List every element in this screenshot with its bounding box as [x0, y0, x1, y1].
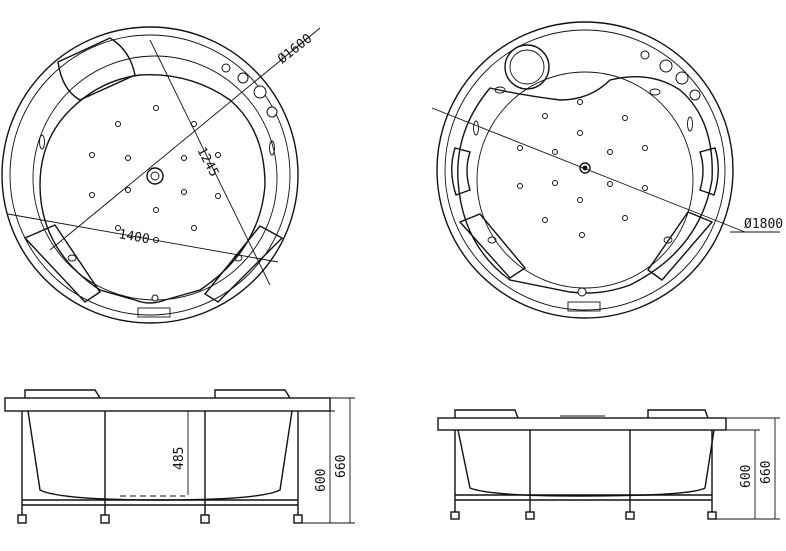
dim-label-660: 660 — [334, 455, 349, 478]
dim-label-1800: Ø1800 — [744, 217, 783, 232]
control-button — [253, 85, 267, 99]
dim-label-1245: 1245 — [193, 145, 221, 180]
seat-right — [203, 225, 284, 303]
side-view-right: 600 660 — [437, 409, 780, 520]
drain-2 — [579, 162, 591, 174]
dim-label-485: 485 — [172, 447, 187, 470]
dim-line-1400 — [7, 213, 279, 263]
outer-rim — [1, 26, 299, 324]
control-button — [659, 59, 673, 73]
control-button — [266, 106, 278, 118]
control-button — [640, 50, 650, 60]
tub-shell-2 — [457, 429, 715, 497]
control-button — [689, 89, 701, 101]
outer-rim-2 — [436, 21, 734, 319]
rim-deck — [4, 397, 331, 412]
seat-left — [23, 224, 101, 303]
seat-right-2 — [647, 211, 714, 281]
dim-line-1245 — [149, 39, 271, 286]
jets-left — [89, 105, 221, 243]
dim-line-1600 — [49, 27, 321, 251]
jets-right — [517, 99, 648, 238]
dim-label-1400: 1400 — [117, 227, 150, 247]
side-view-left: 485 600 660 — [4, 389, 355, 524]
control-button — [221, 63, 231, 73]
basin-outline-2 — [457, 75, 713, 294]
control-button — [675, 71, 689, 85]
dim-line-1800 — [431, 107, 746, 233]
basin-outline — [39, 74, 266, 304]
rim-deck-2 — [437, 417, 727, 431]
control-button — [237, 72, 249, 84]
basin-floor-2 — [476, 71, 694, 289]
top-view-right: Ø1800 — [431, 21, 783, 319]
drain — [146, 167, 164, 185]
dim-label-600-2: 600 — [739, 465, 754, 488]
seat-left-2 — [458, 213, 527, 279]
outer-rim-inner — [9, 34, 291, 316]
dim-label-600: 600 — [314, 469, 329, 492]
pillow-left — [57, 37, 136, 101]
tub-shell — [27, 410, 293, 501]
overflow-plate-right — [567, 301, 601, 312]
dim-label-660-2: 660 — [759, 461, 774, 484]
pillow-ring — [504, 44, 550, 90]
top-view-left: Ø1600 1245 1400 — [1, 26, 321, 324]
dim-label-1600: Ø1600 — [275, 31, 315, 67]
overflow-plate-left — [137, 307, 171, 318]
